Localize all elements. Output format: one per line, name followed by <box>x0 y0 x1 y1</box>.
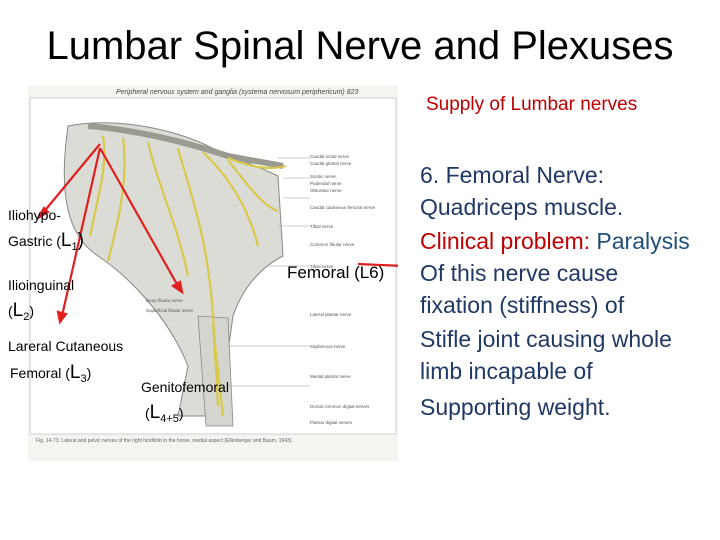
paragraph-line-3: Clinical problem: Paralysis <box>420 228 690 254</box>
supply-heading: Supply of Lumbar nerves <box>426 94 638 115</box>
label-femoral-l3: Femoral (L3) <box>10 362 92 385</box>
figure-header: Peripheral nervous system and ganglia (s… <box>116 89 359 96</box>
label-ilioinguinal: Ilioinguinal <box>8 277 75 293</box>
paragraph-line-6: Stifle joint causing whole <box>420 326 672 352</box>
figure-label: Caudal cutaneous femoral nerve <box>310 205 376 210</box>
paragraph-line-7: limb incapable of <box>420 358 593 384</box>
anatomy-figure: Peripheral nervous system and ganglia (s… <box>28 86 398 461</box>
label-genitofemoral: Genitofemoral <box>141 379 229 395</box>
figure-label: Caudal rectal nerve <box>310 154 350 159</box>
figure-caption: Fig. 14-73. Lateral and pelvic nerves of… <box>36 438 293 444</box>
figure-label: Palmar digital nerves <box>310 420 353 425</box>
figure-label: Lateral plantar nerve <box>310 312 352 317</box>
paragraph-line-2: Quadriceps muscle. <box>420 194 624 220</box>
figure-label: Tibial nerve <box>310 224 334 229</box>
label-iliohypogastric-bottom: Gastric (L1) <box>8 230 84 253</box>
figure-label: Deep fibular nerve <box>146 298 183 303</box>
label-femoral-l6: Femoral (L6) <box>287 263 385 282</box>
figure-label: Pudendal nerve <box>310 181 342 186</box>
paragraph-line-1: 6. Femoral Nerve: <box>420 162 605 188</box>
figure-label: Sciatic nerve <box>310 174 336 179</box>
figure-label: Common fibular nerve <box>310 242 355 247</box>
figure-label: Dorsal common digital nerves <box>310 404 370 409</box>
hindlimb-illustration <box>29 97 398 435</box>
slide-title: Lumbar Spinal Nerve and Plexuses <box>46 24 674 68</box>
figure-label: Tibial nerve <box>310 264 334 269</box>
paragraph-line-8: Supporting weight. <box>420 394 611 420</box>
figure-label: Caudal gluteal nerve <box>310 161 352 166</box>
figure-label: Superficial fibular nerve <box>146 308 194 313</box>
figure-label: Saphenous nerve <box>310 344 346 349</box>
figure-label: Obturator nerve <box>310 188 342 193</box>
label-iliohypogastric-top: Iliohypo- <box>8 207 61 223</box>
paragraph-line-5: fixation (stiffness) of <box>420 292 625 318</box>
label-l2: (L2) <box>8 300 35 323</box>
label-l45: (L4+5) <box>145 402 184 425</box>
label-lateral-cutaneous: Lareral Cutaneous <box>8 338 124 354</box>
figure-label: Medial plantar nerve <box>310 374 351 379</box>
paragraph-line-4: Of this nerve cause <box>420 260 619 286</box>
